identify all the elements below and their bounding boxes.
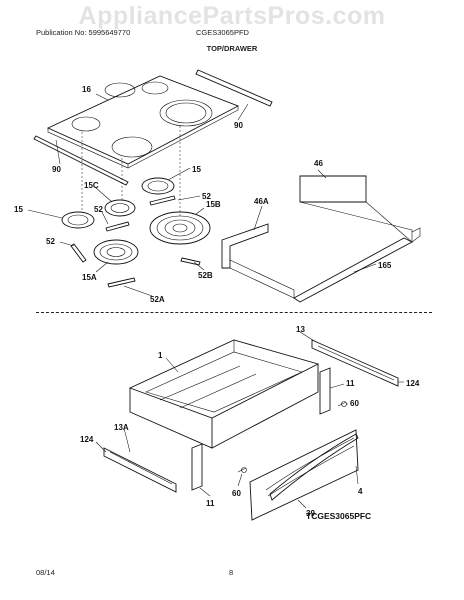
surface-element-large — [149, 211, 211, 245]
callout-60-right: 60 — [350, 399, 359, 408]
figure-tag: TCGES3065PFC — [306, 511, 372, 521]
callout-90-rear: 90 — [234, 121, 243, 130]
callout-52-left: 52 — [46, 237, 55, 246]
callout-46: 46 — [314, 159, 323, 168]
callout-90-front: 90 — [52, 165, 61, 174]
callout-52a: 52A — [150, 295, 165, 304]
callout-15-left: 15 — [14, 205, 23, 214]
callout-15-right: 15 — [192, 165, 201, 174]
drawer-side-bracket-left — [191, 443, 203, 491]
drawer-slide-right — [311, 339, 399, 387]
cooktop-glass-panel — [46, 75, 240, 169]
callout-16: 16 — [82, 85, 91, 94]
callout-124-right: 124 — [406, 379, 420, 388]
callout-39: 39 — [306, 509, 315, 518]
section-divider — [36, 312, 432, 313]
callout-11-left: 11 — [206, 499, 215, 508]
footer-date: 08/14 — [36, 568, 55, 577]
surface-element-center — [104, 199, 136, 217]
callout-46a: 46A — [254, 197, 269, 206]
callout-52-right: 52 — [202, 192, 211, 201]
element-brackets — [70, 195, 201, 288]
callout-4: 4 — [358, 487, 363, 496]
callout-124-left: 124 — [80, 435, 94, 444]
callout-leaders-top — [27, 93, 377, 297]
front-trim-strip — [33, 135, 129, 186]
section-title: TOP/DRAWER — [206, 44, 258, 53]
drawer-support-frame — [221, 175, 421, 303]
callout-labels-bottom: 1 13 11 124 60 124 13A 4 60 11 39 — [80, 325, 420, 518]
drawer-handle — [269, 433, 359, 501]
callout-60-left: 60 — [232, 489, 241, 498]
model-number: CGES3065PFD — [196, 28, 249, 37]
callout-52b: 52B — [198, 271, 213, 280]
callout-15b: 15B — [206, 200, 221, 209]
callout-15c: 15C — [84, 181, 99, 190]
callout-13a: 13A — [114, 423, 129, 432]
callout-52-center: 52 — [94, 205, 103, 214]
publication-number: Publication No: 5995649770 — [36, 28, 131, 37]
surface-element-front-left — [93, 239, 139, 265]
callout-labels-top: 16 90 90 15 15C 52 15B 15 52 52 15A 52B … — [14, 85, 392, 304]
page-number: 8 — [229, 568, 234, 577]
callout-11-right: 11 — [346, 379, 355, 388]
callout-15a: 15A — [82, 273, 97, 282]
drawer-side-bracket-right — [319, 367, 331, 415]
drawer-slide-left — [103, 447, 177, 493]
drawer-body — [128, 339, 320, 449]
callout-13: 13 — [296, 325, 305, 334]
surface-element-left-rear — [61, 211, 95, 229]
callout-165: 165 — [378, 261, 392, 270]
watermark: AppliancePartsPros.com — [78, 2, 386, 30]
screws — [237, 401, 347, 473]
callout-leaders-bottom — [95, 331, 404, 509]
callout-1: 1 — [158, 351, 163, 360]
surface-element-right-small — [141, 177, 175, 195]
rear-trim-strip — [195, 69, 273, 107]
